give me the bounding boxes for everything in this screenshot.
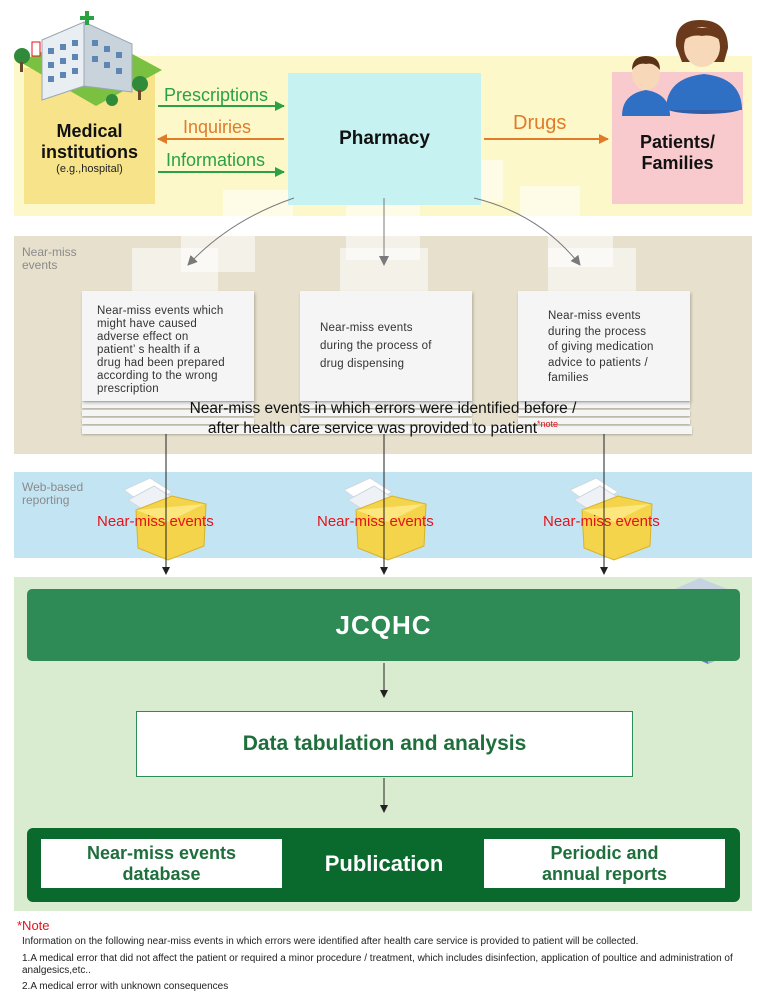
card-stack-line xyxy=(82,426,692,434)
ghost-rect xyxy=(520,186,580,226)
combined-near-miss-text: Near-miss events in which errors were id… xyxy=(189,400,577,437)
near-miss-card-prescription-text: Near-miss events which might have caused… xyxy=(97,305,225,395)
note-item-2: 2.A medical error with unknown consequen… xyxy=(22,981,229,992)
jcqhc-title: JCQHC xyxy=(335,610,432,640)
data-analysis-label: Data tabulation and analysis xyxy=(242,732,527,755)
drugs-label: Drugs xyxy=(513,112,567,134)
pharmacy-label: Pharmacy xyxy=(339,128,430,149)
near-miss-section-label: Near-miss events xyxy=(22,245,77,272)
near-miss-card-advice xyxy=(518,291,690,401)
note-item-1: 1.A medical error that did not affect th… xyxy=(22,953,733,976)
medical-institutions-label: Medical institutions xyxy=(41,121,138,162)
combined-near-miss-description: Near-miss events in which errors were id… xyxy=(60,399,706,439)
ghost-rect xyxy=(340,248,428,292)
ghost-rect xyxy=(132,248,218,292)
near-miss-card-dispensing-text: Near-miss events during the process of d… xyxy=(320,322,432,370)
card-stack-line xyxy=(300,418,472,424)
database-label: Near-miss events database xyxy=(86,843,237,884)
data-analysis-box xyxy=(136,711,633,777)
near-miss-card-prescription xyxy=(82,291,254,401)
jcqhc-bar xyxy=(27,589,740,661)
web-report-folder-label: Near-miss events xyxy=(97,513,214,530)
card-stack-line xyxy=(82,418,254,424)
card-stack-line xyxy=(518,402,690,408)
card-stack-line xyxy=(518,418,690,424)
inquiries-label: Inquiries xyxy=(183,117,252,137)
database-box xyxy=(41,839,282,888)
note-intro: Information on the following near-miss e… xyxy=(22,936,639,947)
web-report-folder-label: Near-miss events xyxy=(317,513,434,530)
note-reference-mark: *note xyxy=(537,418,559,429)
card-stack-line xyxy=(300,402,472,408)
web-report-folder-label: Near-miss events xyxy=(543,513,660,530)
pharmacy-box xyxy=(288,73,481,205)
card-stack-line xyxy=(82,402,254,408)
card-stack-line xyxy=(518,410,690,416)
card-stack-line xyxy=(300,410,472,416)
ghost-rect xyxy=(548,248,636,292)
informations-label: Informations xyxy=(166,150,266,170)
prescriptions-label: Prescriptions xyxy=(164,85,269,105)
card-stack-line xyxy=(82,410,254,416)
note-title: *Note xyxy=(17,918,50,933)
near-miss-card-advice-text: Near-miss events during the process of g… xyxy=(548,310,654,384)
reports-label: Periodic and annual reports xyxy=(541,843,668,884)
publication-label: Publication xyxy=(324,851,444,876)
web-reporting-section-label: Web-based reporting xyxy=(22,480,84,507)
reports-box xyxy=(484,839,725,888)
patients-families-label: Patients/ Families xyxy=(639,132,716,173)
medical-institutions-example: (e.g.,hospital) xyxy=(56,163,123,175)
near-miss-card-dispensing xyxy=(300,291,472,401)
